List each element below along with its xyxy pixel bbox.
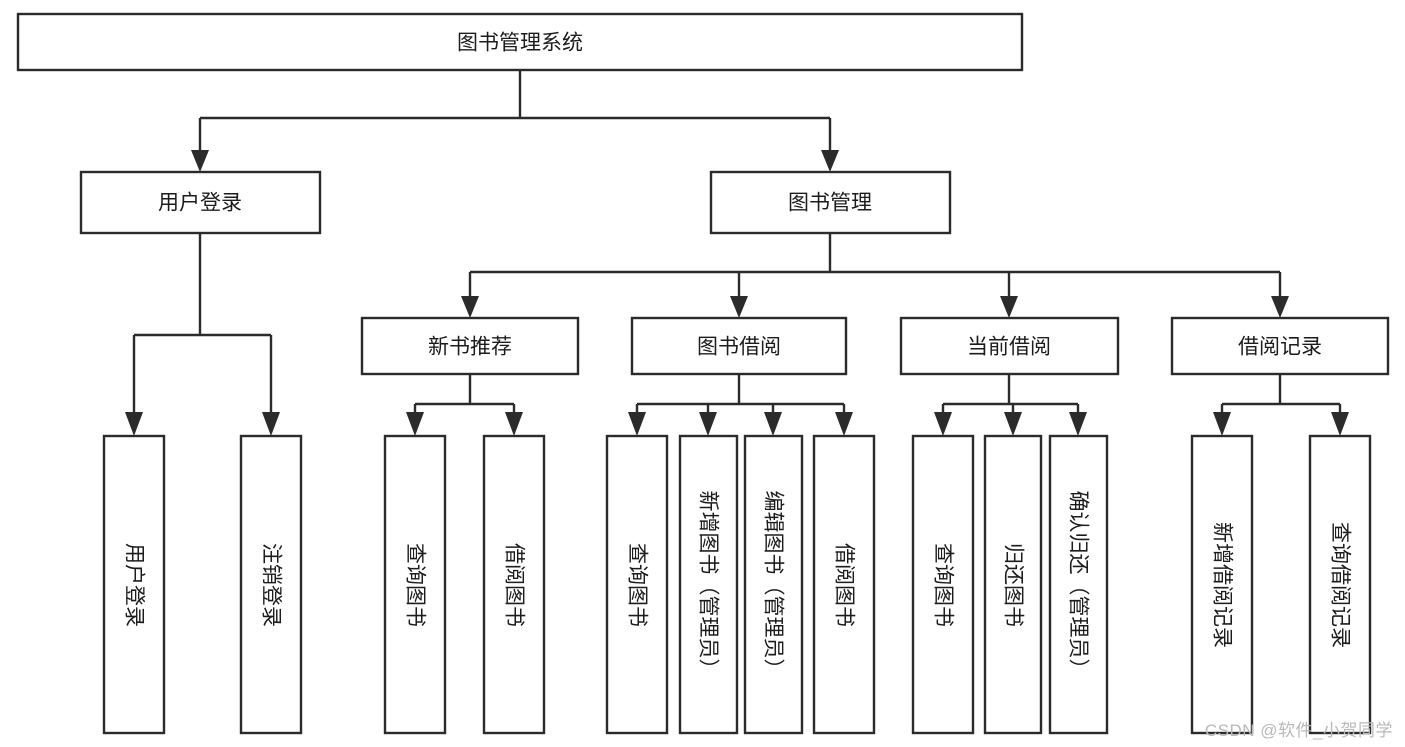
node-label-leaf-query-book-1: 查询图书 xyxy=(404,543,427,627)
arrow-head-currentborrow-leaf3 xyxy=(1069,412,1087,436)
watermark: CSDN @软件_小贺同学 xyxy=(1204,721,1393,740)
arrow-head-new-book xyxy=(461,296,479,318)
node-leaf-confirm-return-admin[interactable]: 确认归还（管理员） xyxy=(1048,434,1109,735)
node-root-system[interactable]: 图书管理系统 xyxy=(16,12,1024,72)
node-label-user-login: 用户登录 xyxy=(158,192,242,215)
arrow-head-borrowbook-leaf2 xyxy=(699,412,717,436)
arrow-head-current-borrow xyxy=(1000,296,1018,318)
node-label-current-borrow: 当前借阅 xyxy=(967,336,1051,359)
arrow-head-borrowbook-leaf4 xyxy=(835,412,853,436)
node-book-borrow[interactable]: 图书借阅 xyxy=(630,316,848,376)
arrow-head-newbook-leaf1 xyxy=(406,412,424,436)
node-label-leaf-edit-book-admin: 编辑图书（管理员） xyxy=(762,491,785,680)
arrow-head-borrowbook-leaf1 xyxy=(628,412,646,436)
node-label-leaf-add-borrow-record: 新增借阅记录 xyxy=(1211,522,1234,648)
node-label-leaf-borrow-book-1: 借阅图书 xyxy=(503,543,526,627)
node-label-new-book-recommend: 新书推荐 xyxy=(428,336,512,359)
arrow-head-leaf-user-login xyxy=(125,412,143,436)
node-label-leaf-user-login: 用户登录 xyxy=(123,543,146,627)
node-leaf-add-book-admin[interactable]: 新增图书（管理员） xyxy=(678,434,739,735)
node-label-leaf-borrow-book-2: 借阅图书 xyxy=(833,543,856,627)
node-leaf-borrow-book-2[interactable]: 借阅图书 xyxy=(812,434,876,735)
node-user-login[interactable]: 用户登录 xyxy=(79,170,322,235)
node-new-book-recommend[interactable]: 新书推荐 xyxy=(360,316,580,376)
node-current-borrow[interactable]: 当前借阅 xyxy=(899,316,1120,376)
node-leaf-query-book-1[interactable]: 查询图书 xyxy=(383,434,447,735)
node-leaf-logout[interactable]: 注销登录 xyxy=(239,434,303,735)
node-book-management[interactable]: 图书管理 xyxy=(709,170,952,235)
node-borrow-record[interactable]: 借阅记录 xyxy=(1170,316,1390,376)
node-leaf-add-borrow-record[interactable]: 新增借阅记录 xyxy=(1190,434,1254,735)
node-leaf-query-borrow-record[interactable]: 查询借阅记录 xyxy=(1308,434,1372,735)
node-label-book-management: 图书管理 xyxy=(788,192,872,215)
node-leaf-edit-book-admin[interactable]: 编辑图书（管理员） xyxy=(743,434,804,735)
arrow-head-borrowrecord-leaf1 xyxy=(1213,412,1231,436)
arrow-head-newbook-leaf2 xyxy=(505,412,523,436)
arrow-head-borrowrecord-leaf2 xyxy=(1331,412,1349,436)
arrow-head-currentborrow-leaf2 xyxy=(1004,412,1022,436)
arrow-head-leaf-logout xyxy=(262,412,280,436)
node-label-leaf-add-book-admin: 新增图书（管理员） xyxy=(697,491,720,680)
node-label-borrow-record: 借阅记录 xyxy=(1238,336,1322,359)
node-leaf-query-book-3[interactable]: 查询图书 xyxy=(911,434,975,735)
arrow-head-user-login xyxy=(191,150,209,172)
node-label-leaf-query-book-3: 查询图书 xyxy=(932,543,955,627)
arrow-head-borrow-book xyxy=(730,296,748,318)
node-label-leaf-return-book: 归还图书 xyxy=(1002,543,1025,627)
node-leaf-query-book-2[interactable]: 查询图书 xyxy=(605,434,669,735)
node-label-leaf-logout: 注销登录 xyxy=(260,543,283,627)
node-label-leaf-confirm-return-admin: 确认归还（管理员） xyxy=(1067,491,1090,680)
connector-group xyxy=(125,70,1349,436)
node-leaf-user-login[interactable]: 用户登录 xyxy=(102,434,166,735)
arrow-head-book-manage xyxy=(821,150,839,172)
arrow-head-borrow-record xyxy=(1271,296,1289,318)
node-leaf-borrow-book-1[interactable]: 借阅图书 xyxy=(482,434,546,735)
node-label-book-borrow: 图书借阅 xyxy=(697,336,781,359)
arrow-head-currentborrow-leaf1 xyxy=(934,412,952,436)
node-label-root-system: 图书管理系统 xyxy=(457,32,583,55)
arrow-head-borrowbook-leaf3 xyxy=(764,412,782,436)
node-label-leaf-query-borrow-record: 查询借阅记录 xyxy=(1329,522,1352,648)
node-leaf-return-book[interactable]: 归还图书 xyxy=(983,434,1043,735)
node-label-leaf-query-book-2: 查询图书 xyxy=(626,543,649,627)
